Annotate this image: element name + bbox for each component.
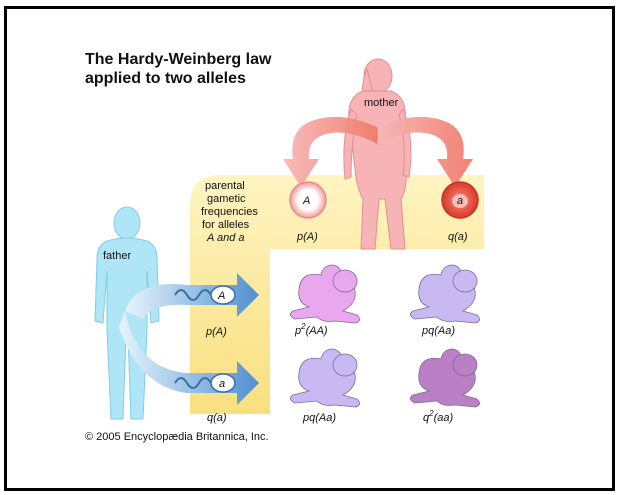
sperm-a-frequency: q(a) xyxy=(207,412,227,424)
fetus-Aa-1 xyxy=(410,265,479,323)
egg-a: a xyxy=(442,182,478,218)
father-label: father xyxy=(103,250,131,262)
parental-line-4: for alleles xyxy=(202,219,250,231)
fetus-AA xyxy=(290,265,359,323)
parental-line-1: parental xyxy=(205,180,245,192)
diagram-frame: The Hardy-Weinberg law applied to two al… xyxy=(4,6,615,491)
parental-line-2: gametic xyxy=(207,193,246,205)
hardy-weinberg-diagram: The Hardy-Weinberg law applied to two al… xyxy=(7,9,612,488)
sperm-A-frequency: p(A) xyxy=(205,326,227,338)
title-line-1: The Hardy-Weinberg law xyxy=(85,51,272,68)
offspring-label-AA: p2(AA) xyxy=(294,322,328,337)
egg-A-allele: A xyxy=(302,195,310,207)
fetus-aa xyxy=(410,349,479,407)
fetus-Aa-2 xyxy=(290,349,359,407)
egg-A-frequency: p(A) xyxy=(296,231,318,243)
offspring-label-Aa-2: pq(Aa) xyxy=(302,412,336,424)
parental-line-3: frequencies xyxy=(201,206,258,218)
parental-line-5: A and a xyxy=(206,232,245,244)
sperm-a-allele: a xyxy=(219,378,225,390)
egg-a-allele: a xyxy=(457,195,463,207)
egg-a-frequency: q(a) xyxy=(448,231,468,243)
offspring-label-aa: q2(aa) xyxy=(423,409,453,424)
sperm-A-allele: A xyxy=(217,290,225,302)
copyright-notice: © 2005 Encyclopædia Britannica, Inc. xyxy=(85,431,269,443)
title-line-2: applied to two alleles xyxy=(85,70,246,87)
mother-label: mother xyxy=(364,97,399,109)
offspring-label-Aa-1: pq(Aa) xyxy=(421,325,455,337)
egg-A: A xyxy=(290,182,326,218)
father-figure xyxy=(95,207,159,419)
